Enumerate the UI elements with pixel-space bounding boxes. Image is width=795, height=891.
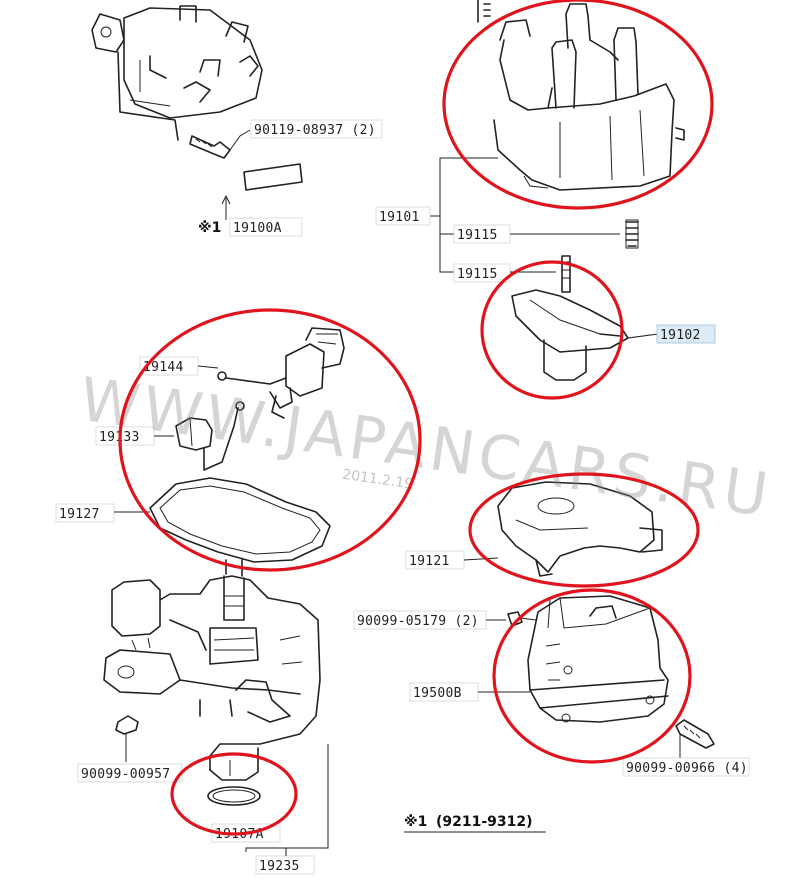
label-cover[interactable]: 19121 [409,554,450,569]
screw-icon-bottom-left [115,715,139,752]
highlight-circle-cap [442,0,714,210]
label-screw-cover[interactable]: 90099-05179 (2) [357,614,479,629]
label-bolt-top[interactable]: 90119-08937 (2) [254,123,376,138]
spring-icon [625,219,639,249]
label-plate-icon [243,163,303,191]
label-screw-ignitor[interactable]: 90099-00966 (4) [626,761,748,776]
label-ignitor[interactable]: 19500B [413,686,462,701]
cover-icon [497,481,663,577]
condenser-icon [175,401,245,471]
housing-icon [103,559,321,781]
label-spring-top[interactable]: 19115 [457,228,498,243]
bolt-icon [189,135,231,159]
screw-icon-bottom-right [675,719,715,749]
note-symbol: ※1 [404,814,427,830]
highlight-circle-harness [118,308,422,572]
label-note-ref[interactable]: 19100A [233,221,282,236]
distributor-assembly-top [91,5,263,141]
rotor-icon [511,255,629,381]
highlight-circle-ignitor [492,588,692,764]
label-wire-harness[interactable]: 19144 [143,360,184,375]
label-spring-bottom[interactable]: 19115 [457,267,498,282]
label-screw-housing[interactable]: 90099-00957 [81,767,170,782]
screw-icon [507,611,537,627]
label-distributor-cap[interactable]: 19101 [379,210,420,225]
highlight-circle-o-ring [170,752,298,836]
gasket-icon [149,477,331,563]
note-symbol-ref: ※1 [198,220,221,236]
highlight-circle-rotor [480,260,624,400]
o-ring-icon [207,786,261,806]
label-housing[interactable]: 19235 [259,859,300,874]
ignitor-icon [527,595,669,723]
label-rotor[interactable]: 19102 [660,328,701,343]
watermark-text: WWW.JAPANCARS.RU [75,365,775,531]
watermark: WWW.JAPANCARS.RU 2011.2.19 [75,365,775,531]
distributor-cap-icon [477,0,685,191]
note-date-range: (9211-9312) [436,814,533,830]
highlight-circle-cover [468,472,700,588]
wire-harness-icon [217,327,345,419]
label-gasket[interactable]: 19127 [59,507,100,522]
